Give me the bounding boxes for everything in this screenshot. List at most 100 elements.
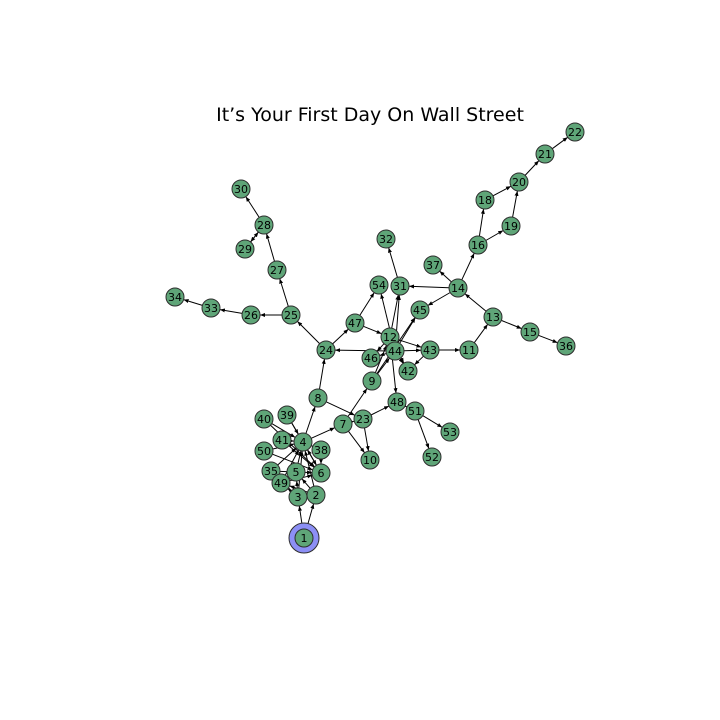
edge-16-18 (478, 208, 485, 237)
edge-44-24 (334, 348, 387, 353)
node-13: 13 (483, 307, 503, 327)
node-label-6: 6 (318, 467, 325, 480)
edge-14-31 (408, 284, 450, 289)
node-circle-24 (316, 340, 336, 360)
node-54: 54 (369, 275, 389, 295)
node-46: 46 (361, 348, 381, 368)
node-label-19: 19 (504, 220, 518, 233)
edge-28-30 (245, 196, 260, 218)
node-circle-4 (293, 432, 313, 452)
node-32: 32 (376, 229, 396, 249)
node-6: 6 (311, 463, 331, 483)
edge-24-25 (297, 321, 320, 344)
node-35: 35 (261, 461, 281, 481)
node-28: 28 (254, 215, 274, 235)
node-label-26: 26 (244, 309, 258, 322)
node-label-15: 15 (523, 326, 537, 339)
edge-41-6 (288, 445, 315, 468)
node-circle-44 (385, 341, 405, 361)
node-19: 19 (501, 216, 521, 236)
node-circle-46 (361, 348, 381, 368)
edge-13-14 (464, 293, 487, 312)
node-18: 18 (475, 190, 495, 210)
node-53: 53 (440, 422, 460, 442)
edge-19-20 (512, 190, 519, 218)
node-3: 3 (288, 487, 308, 507)
node-circle-21 (535, 144, 555, 164)
node-29: 29 (235, 239, 255, 259)
node-label-1: 1 (301, 532, 308, 545)
node-label-20: 20 (512, 176, 526, 189)
node-14: 14 (448, 278, 468, 298)
node-45: 45 (410, 300, 430, 320)
node-label-24: 24 (319, 344, 333, 357)
edge-51-53 (422, 415, 443, 428)
node-label-10: 10 (363, 454, 377, 467)
node-circle-20 (509, 172, 529, 192)
node-circle-54 (369, 275, 389, 295)
edge-23-10 (364, 427, 370, 452)
node-1: 1 (288, 522, 320, 554)
node-label-7: 7 (340, 418, 347, 431)
node-label-39: 39 (280, 409, 294, 422)
node-circle-15 (520, 322, 540, 342)
node-26: 26 (241, 305, 261, 325)
node-39: 39 (277, 405, 297, 425)
node-label-22: 22 (568, 126, 582, 139)
node-label-31: 31 (393, 280, 407, 293)
edge-44-42 (398, 358, 404, 364)
node-circle-23 (353, 409, 373, 429)
node-circle-42 (398, 361, 418, 381)
node-circle-29 (235, 239, 255, 259)
node-circle-37 (423, 255, 443, 275)
node-circle-41 (272, 430, 292, 450)
node-label-3: 3 (295, 491, 302, 504)
node-48: 48 (387, 392, 407, 412)
node-label-13: 13 (486, 311, 500, 324)
node-47: 47 (345, 313, 365, 333)
node-label-44: 44 (388, 345, 402, 358)
node-43: 43 (420, 340, 440, 360)
node-label-54: 54 (372, 279, 386, 292)
node-8: 8 (308, 388, 328, 408)
node-label-52: 52 (425, 451, 439, 464)
node-label-47: 47 (348, 317, 362, 330)
edge-26-33 (219, 308, 243, 314)
node-circle-53 (440, 422, 460, 442)
node-41: 41 (272, 430, 292, 450)
node-label-16: 16 (471, 239, 485, 252)
node-42: 42 (398, 361, 418, 381)
node-2: 2 (306, 485, 326, 505)
node-52: 52 (422, 447, 442, 467)
node-label-42: 42 (401, 365, 415, 378)
edge-12-46 (376, 343, 385, 352)
node-24: 24 (316, 340, 336, 360)
edge-7-9 (347, 388, 368, 417)
node-34: 34 (165, 287, 185, 307)
node-label-2: 2 (313, 489, 320, 502)
node-label-53: 53 (443, 426, 457, 439)
node-label-18: 18 (478, 194, 492, 207)
edge-13-15 (501, 319, 522, 330)
node-label-45: 45 (413, 304, 427, 317)
edge-5-4 (297, 450, 302, 464)
edge-9-12 (374, 345, 388, 373)
node-16: 16 (468, 235, 488, 255)
edge-11-13 (473, 324, 489, 343)
node-circle-28 (254, 215, 274, 235)
node-circle-9 (362, 371, 382, 391)
node-circle-48 (387, 392, 407, 412)
node-circle-32 (376, 229, 396, 249)
node-circle-45 (410, 300, 430, 320)
node-circle-25 (281, 305, 301, 325)
node-label-5: 5 (293, 466, 300, 479)
node-25: 25 (281, 305, 301, 325)
edge-20-21 (524, 160, 540, 176)
node-circle-14 (448, 278, 468, 298)
node-label-46: 46 (364, 352, 378, 365)
node-circle-31 (390, 276, 410, 296)
edge-50-6 (272, 453, 313, 471)
edge-3-5 (295, 480, 300, 489)
node-label-4: 4 (300, 436, 307, 449)
